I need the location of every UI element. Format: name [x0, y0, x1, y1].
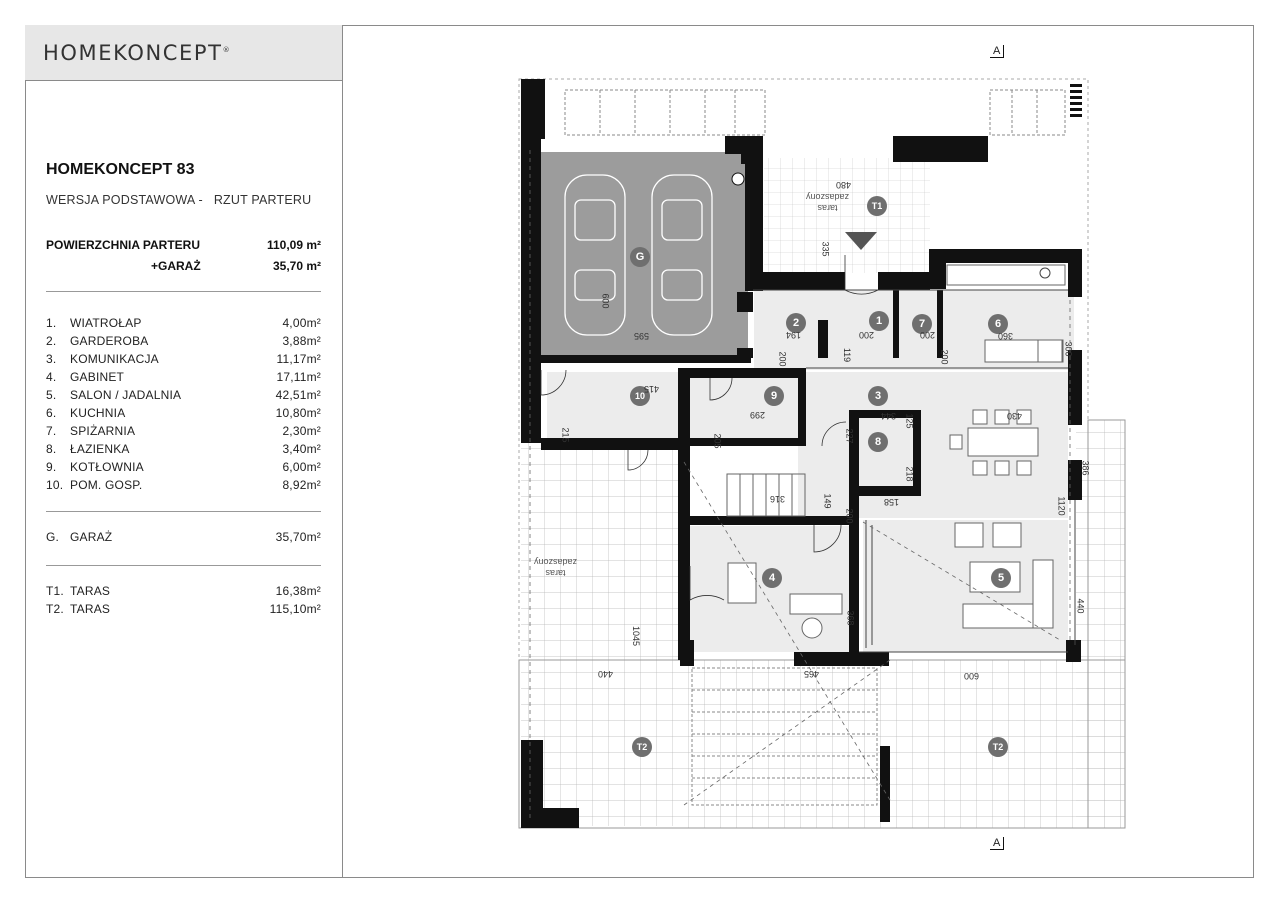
project-subtitle: WERSJA PODSTAWOWA - RZUT PARTERU [46, 193, 312, 207]
sheet-frame [25, 25, 1254, 878]
room-badge-t1: T1 [867, 196, 887, 216]
dimension-label: 119 [842, 347, 853, 363]
room-badge-8: 8 [868, 432, 888, 452]
room-badge-6: 6 [988, 314, 1008, 334]
dimension-label: 200 [939, 349, 950, 365]
dimension-label: 299 [750, 410, 766, 420]
dimension-label: 368 [845, 610, 856, 626]
walls [521, 79, 1082, 828]
floor-plan-drawing [518, 78, 1126, 829]
room-badge-g: G [630, 247, 650, 267]
room-badge-10: 10 [630, 386, 650, 406]
dimension-label: 600 [964, 671, 980, 681]
door-swings [540, 255, 879, 601]
room-badge-9: 9 [764, 386, 784, 406]
dimension-label: 440 [598, 669, 614, 679]
terrace-t2-left [521, 443, 684, 826]
dimension-label: 360 [998, 331, 1014, 341]
stairs-icon [726, 473, 806, 517]
ground-floor-label: POWIERZCHNIA PARTERU [46, 238, 200, 252]
divider [46, 565, 321, 566]
kitchen-island-icon [946, 264, 1066, 363]
terrace-t2-right [1076, 420, 1125, 828]
ground-floor-value: 110,09 m² [266, 238, 321, 252]
project-title: HOMEKONCEPT 83 [46, 161, 195, 178]
section-marker-top: A [990, 45, 1005, 58]
room-badge-t2: T2 [632, 737, 652, 757]
dimension-label: 480 [836, 180, 852, 190]
dimension-label: 149 [822, 493, 833, 509]
room-badge-1: 1 [869, 311, 889, 331]
dimension-label: 1120 [1056, 496, 1067, 516]
dimension-label: 158 [884, 497, 900, 507]
dimension-label: 386 [1080, 460, 1091, 476]
dimension-label: 218 [904, 466, 915, 482]
dining-table-icon [949, 409, 1039, 476]
dimension-label: 344 [881, 411, 897, 421]
desk-icon [727, 562, 843, 639]
dimension-label: 415 [644, 384, 660, 394]
sidebar-legend: HOMEKONCEPT® HOMEKONCEPT 83 WERSJA PODST… [25, 25, 343, 878]
garage-summary-value: 35,70 m² [272, 259, 321, 273]
dimension-label: 1045 [631, 625, 642, 647]
dimension-label: 300 [1063, 341, 1074, 357]
divider [46, 511, 321, 512]
entrance-arrow-icon [845, 232, 877, 250]
dimension-label: 200 [859, 330, 875, 340]
room-badge-4: 4 [762, 568, 782, 588]
stairs-top-right-icon [1070, 84, 1082, 117]
dimension-label: 125 [904, 413, 915, 429]
ground-floor-area-row: POWIERZCHNIA PARTERU 110,09 m² [46, 238, 321, 252]
terrace-t1 [764, 158, 930, 273]
dimension-label: 595 [634, 331, 650, 341]
garage-area-row: +GARAŻ 35,70 m² [46, 259, 321, 273]
dimension-label: 227 [844, 428, 855, 444]
dimension-label: 600 [600, 293, 611, 309]
dimension-label: 465 [804, 669, 820, 679]
room-badge-5: 5 [991, 568, 1011, 588]
room-badge-t2: T2 [988, 737, 1008, 757]
dimension-label: 194 [786, 330, 802, 340]
section-marker-bottom: A [990, 837, 1005, 850]
dimension-label: 205 [712, 433, 723, 449]
dimension-label: 440 [1075, 598, 1086, 614]
dimension-label: 316 [770, 494, 786, 504]
garage-summary-label: +GARAŻ [151, 259, 201, 273]
room-badge-2: 2 [786, 313, 806, 333]
room-row: 10.POM. GOSP.8,92m² [46, 478, 321, 492]
dimension-label: 335 [820, 241, 831, 257]
terrace-t2-bottom [684, 660, 1124, 828]
dimension-label: 200 [844, 508, 855, 524]
divider [46, 291, 321, 292]
dimension-label: 215 [560, 427, 571, 443]
dimension-label: 200 [920, 330, 936, 340]
room-badge-7: 7 [912, 314, 932, 334]
dimension-label: 200 [777, 351, 788, 367]
brand-logo: HOMEKONCEPT® [43, 40, 232, 65]
logo-bar: HOMEKONCEPT® [25, 25, 342, 81]
room-badge-3: 3 [868, 386, 888, 406]
dimension-label: 430 [1007, 411, 1023, 421]
car-icon [564, 174, 713, 336]
